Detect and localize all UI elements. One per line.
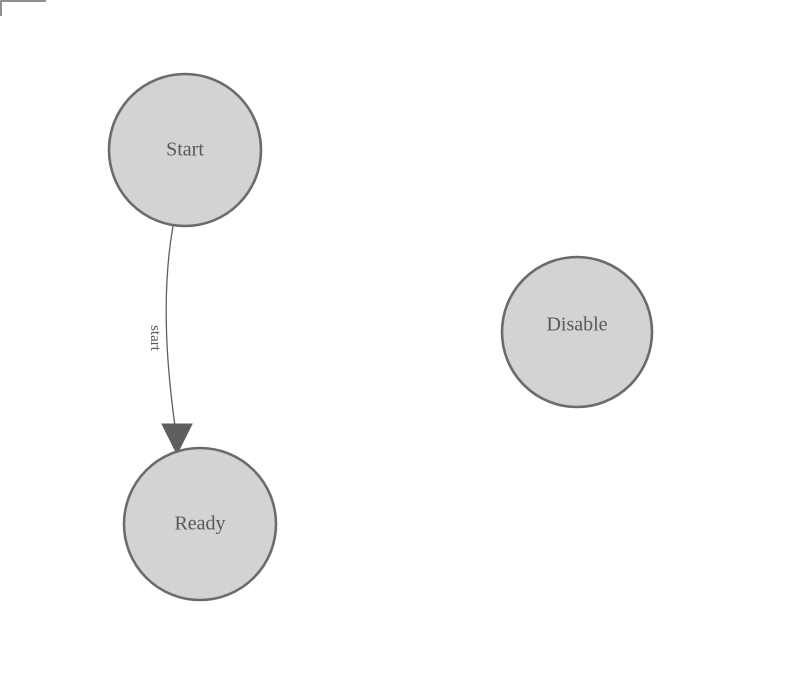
node-ready-label: Ready xyxy=(174,513,225,535)
node-start-label: Start xyxy=(166,139,204,161)
node-ready[interactable]: Ready xyxy=(122,446,278,602)
node-disable[interactable]: Disable xyxy=(500,255,654,409)
arrowhead-icon xyxy=(161,423,193,456)
edge-start-to-ready[interactable]: start xyxy=(147,225,193,456)
node-start-shape[interactable] xyxy=(107,72,263,228)
edge-label-start: start xyxy=(147,325,163,352)
node-start[interactable]: Start xyxy=(107,72,263,228)
edge-line xyxy=(165,225,178,441)
node-disable-label: Disable xyxy=(546,314,607,336)
canvas-corner-marker xyxy=(0,0,46,16)
node-disable-shape[interactable] xyxy=(500,255,654,409)
node-ready-shape[interactable] xyxy=(122,446,278,602)
